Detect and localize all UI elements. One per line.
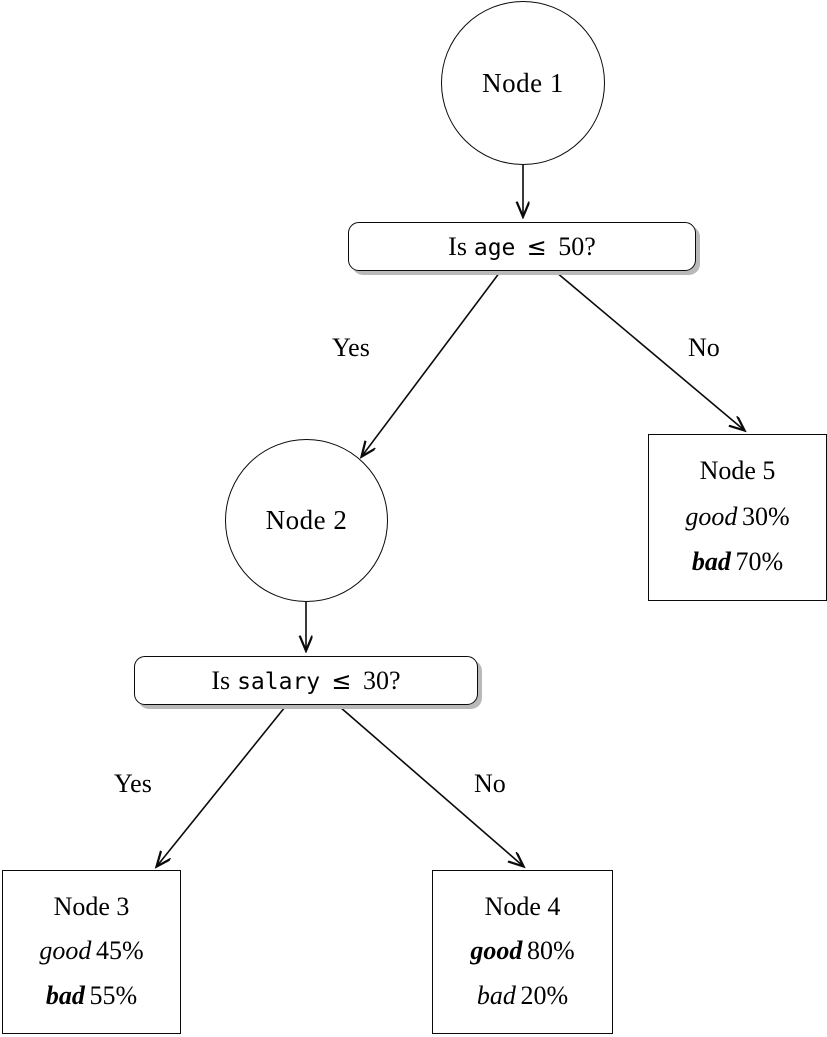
leaf-node-4-class-bad: bad	[476, 980, 516, 1010]
leaf-node-3-title: Node 3	[53, 891, 130, 921]
leaf-node-4-percent-good: 80%	[527, 936, 575, 965]
edge-label-age-no: No	[688, 333, 720, 362]
leaf-node-4-class-good: good	[470, 936, 523, 965]
decision-salary-prefix: Is	[211, 665, 231, 695]
node-1-label: Node 1	[482, 67, 564, 98]
decision-age-relation: ≤	[526, 232, 547, 261]
decision-salary-text: Is salary ≤ 30?	[211, 666, 400, 696]
leaf-node-5-percent-good: 30%	[742, 501, 790, 531]
decision-age-variable: age	[473, 234, 516, 261]
node-2-circle[interactable]: Node 2	[225, 439, 388, 602]
leaf-node-4-title: Node 4	[484, 891, 561, 921]
leaf-node-3-percent-good: 45%	[96, 936, 144, 965]
leaf-node-4-percent-bad: 20%	[520, 980, 569, 1010]
decision-salary-variable: salary	[237, 668, 321, 695]
edge-age-yes-to-node2	[362, 271, 501, 456]
decision-age-text: Is age ≤ 50?	[448, 232, 596, 262]
node-2-label: Node 2	[265, 505, 348, 535]
leaf-node-5-class-bad: bad	[691, 546, 731, 576]
decision-salary-threshold: 30?	[363, 665, 401, 695]
decision-age-prefix: Is	[448, 231, 467, 261]
leaf-node-3-class-good: good	[39, 936, 92, 965]
leaf-node-5-percent-bad: 70%	[735, 546, 784, 576]
decision-salary-box[interactable]: Is salary ≤ 30?	[134, 656, 478, 705]
edge-label-salary-yes: Yes	[114, 769, 152, 798]
edge-salary-yes-to-node3	[157, 706, 286, 866]
leaf-node-3-percent-bad: 55%	[89, 980, 138, 1010]
leaf-node-5-title: Node 5	[699, 456, 776, 486]
decision-age-threshold: 50?	[558, 231, 596, 261]
edge-label-salary-no: No	[474, 769, 506, 798]
node-1-circle[interactable]: Node 1	[441, 1, 605, 165]
leaf-node-3-class-bad: bad	[45, 980, 85, 1010]
edge-label-age-yes: Yes	[332, 333, 370, 362]
decision-salary-relation: ≤	[331, 666, 352, 695]
decision-age-box[interactable]: Is age ≤ 50?	[348, 222, 696, 271]
leaf-node-5-class-good: good	[685, 501, 738, 531]
